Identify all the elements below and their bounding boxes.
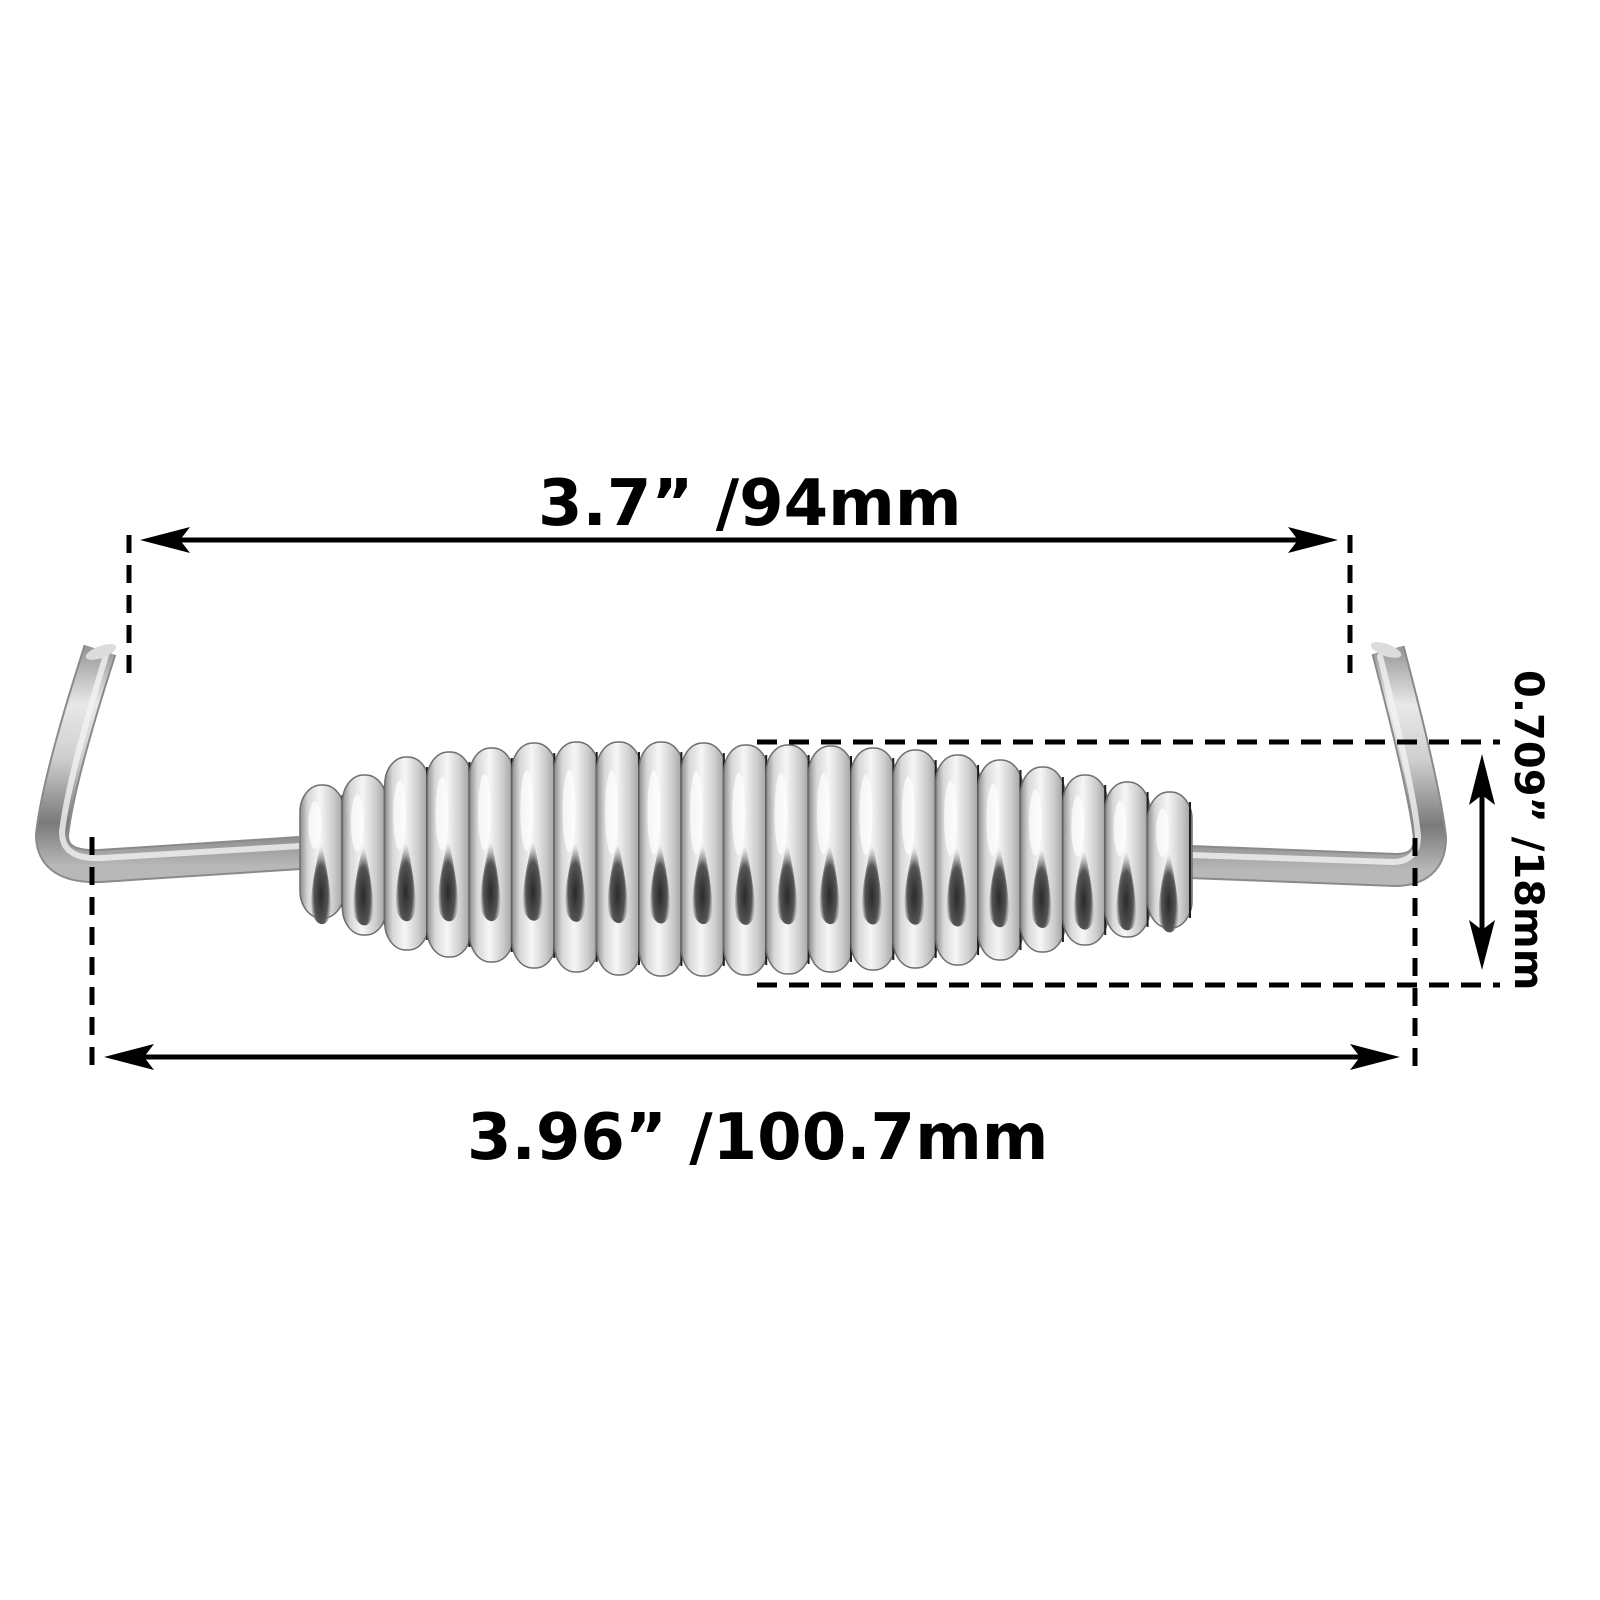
spring-coil [1062,774,1109,946]
spring-coil [1146,791,1193,933]
top-arrow-right-icon [1288,527,1338,553]
spring-coil [511,742,558,969]
spring-coil [638,741,685,977]
side-dimension-label: 0.709” /18mm [1505,670,1551,991]
spring-coil [680,742,727,977]
spring-coil [384,756,430,951]
bottom-dimension [89,837,1418,1070]
spring-coil [595,741,642,976]
spring-coil [341,774,388,936]
spring-coil [723,744,769,976]
bottom-arrow-right-icon [1350,1044,1400,1070]
spring-coil [765,744,812,975]
spring-coil [553,741,600,973]
spring-coil [1104,781,1151,938]
spring-coils [299,741,1193,977]
bottom-dimension-label: 3.96” /100.7mm [467,1101,1049,1175]
spring-coil [850,747,897,971]
spring-coil [468,747,515,963]
spring-coil [807,745,854,973]
right-hook [1187,642,1447,887]
left-hook [35,644,303,884]
top-dimension-label: 3.7” /94mm [538,467,962,541]
side-dimension [757,739,1500,988]
spring-coil [1019,766,1066,953]
spring-coil [299,784,346,925]
spring-coil [892,749,939,969]
spring-coil [977,759,1024,961]
side-arrow-up-icon [1469,754,1495,805]
side-arrow-down-icon [1469,920,1495,970]
top-dimension [126,527,1353,678]
bottom-arrow-left-icon [104,1044,154,1070]
spring-coil [426,751,473,958]
spring-coil [934,754,981,966]
top-arrow-left-icon [140,527,190,553]
